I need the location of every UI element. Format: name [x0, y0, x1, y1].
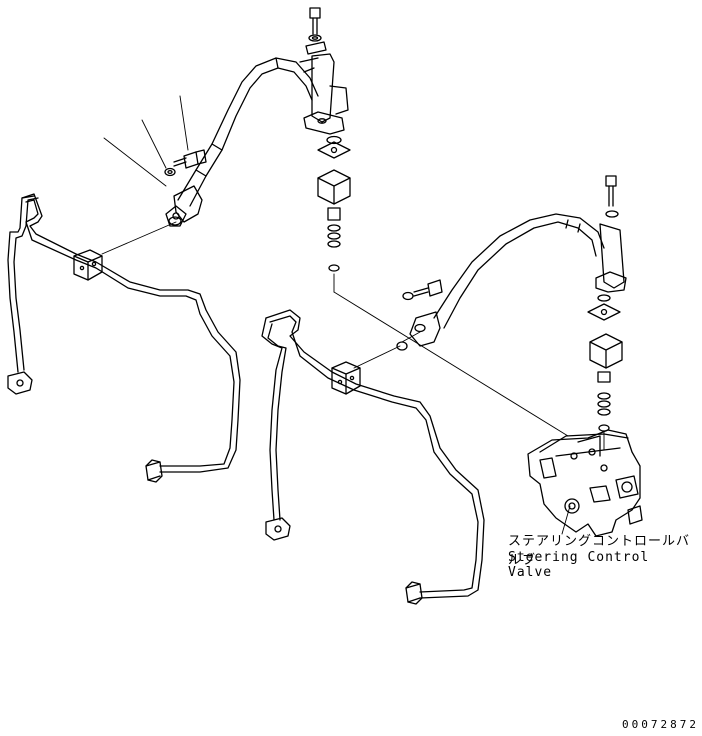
valve-label-jp: ステアリングコントロールバルブ: [508, 534, 691, 568]
right-fitting-stack: [587, 175, 627, 432]
left-steering-pipe: [7, 193, 241, 483]
center-steering-pipe: [261, 309, 485, 605]
valve-label-en: Steering Control Valve: [508, 550, 650, 580]
upper-fitting-stack: [303, 7, 351, 272]
leader-lines-left: [103, 95, 189, 187]
washer-right: [402, 291, 414, 301]
washer-left: [164, 167, 176, 177]
drawing-number: 00072872: [622, 718, 699, 731]
o-ring-center: [396, 341, 408, 351]
bolt-right: [413, 279, 443, 297]
steering-control-valve: [527, 429, 643, 537]
connection-lines: [101, 221, 605, 535]
bolt-left: [173, 149, 207, 169]
left-hose: [165, 57, 319, 227]
right-hose: [409, 213, 605, 347]
